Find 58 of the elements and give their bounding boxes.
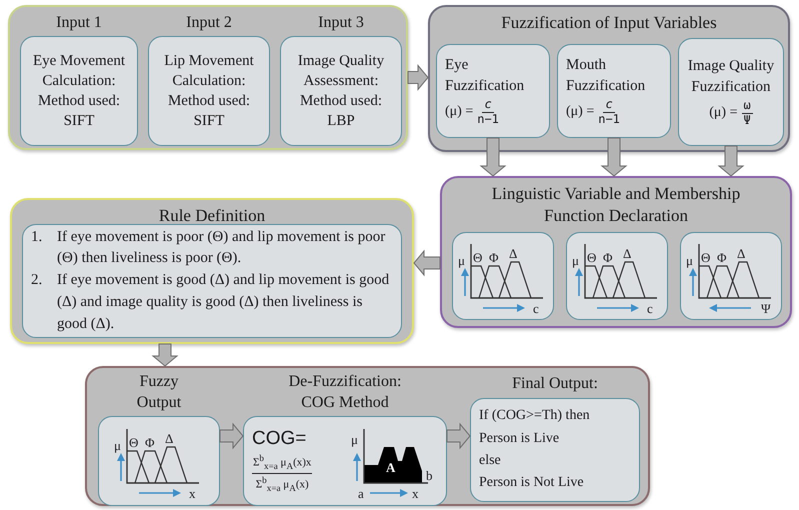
axis-label: c: [647, 302, 653, 315]
input-card: Lip Movement Calculation: Method used: SIFT: [148, 36, 270, 146]
card-text: Eye Fuzzification: [445, 56, 526, 96]
block-arrow: [446, 422, 471, 450]
curve-label: Θ: [587, 251, 596, 264]
curve-label: Φ: [489, 251, 499, 264]
output-text: Person is Not Live: [479, 474, 584, 492]
block-arrow: [220, 422, 244, 450]
curve-label: Θ: [473, 251, 482, 264]
axis-label: μ: [686, 254, 693, 267]
axis-label: μ: [114, 439, 121, 452]
curve-label: Θ: [701, 251, 710, 264]
card-heading: Input 3: [317, 12, 365, 33]
card-text: Mouth Fuzzification: [566, 56, 646, 96]
block-arrow: [413, 250, 440, 276]
panel-title: Linguistic Variable and Membership Function Declaration: [490, 183, 742, 228]
axis-label: μ: [572, 254, 579, 267]
block-arrow: [408, 64, 429, 91]
axis-label: μ: [458, 254, 465, 267]
block-arrow: [152, 344, 178, 367]
input-card: Image Quality Assessment: Method used: LBP: [280, 36, 402, 146]
card-heading: Final Output:: [511, 374, 599, 394]
formula: Σ$^{b}$$_{x=a}$ μ$_{A}$(x)x Σ$^{b}$$_{x=a}$ μ$_{A}$(x): [252, 452, 312, 494]
axis-label: x: [412, 487, 418, 500]
panel-title: Fuzzification of Input Variables: [500, 12, 718, 34]
curve-label: Θ: [129, 436, 138, 449]
block-arrow: [600, 138, 628, 177]
card-heading: Input 1: [55, 12, 103, 33]
curve-label: Φ: [603, 251, 613, 264]
rule-text: If eye movement is good (Δ) and lip movement is good (Δ) and image quality is good (Δ) then liveliness is good (Δ).: [57, 271, 390, 334]
axis-label: a: [358, 487, 364, 500]
output-text: Person is Live: [479, 430, 560, 448]
card-text: Image Quality Fuzzification: [687, 57, 775, 97]
input-card: Eye Movement Calculation: Method used: SIFT: [20, 36, 138, 146]
card-heading: Fuzzy Output: [136, 372, 182, 413]
panel-title: Rule Definition: [158, 205, 266, 227]
output-text: else: [479, 452, 501, 470]
axis-label: Ψ: [761, 302, 771, 315]
curve-label: Δ: [165, 432, 174, 445]
curve-label: Δ: [623, 247, 632, 260]
card-heading: De-Fuzzification: COG Method: [288, 372, 402, 413]
curve-label: Φ: [717, 251, 727, 264]
axis-label: c: [533, 302, 539, 315]
axis-label: x: [189, 487, 196, 500]
curve-label: Φ: [145, 436, 155, 449]
list-number: 1.: [31, 228, 44, 247]
block-arrow: [480, 138, 506, 177]
area-label: A: [386, 461, 396, 474]
formula-label: COG=: [252, 428, 306, 450]
card-heading: Input 2: [185, 12, 233, 33]
output-text: If (COG>=Th) then: [479, 407, 590, 426]
rule-text: If eye movement is poor (Θ) and lip movement is poor (Θ) then liveliness is poor (Θ).: [57, 228, 386, 268]
block-arrow: [718, 146, 744, 177]
axis-label: b: [426, 469, 432, 482]
curve-label: Δ: [737, 247, 746, 260]
axis-label: μ: [351, 433, 358, 446]
curve-label: Δ: [509, 247, 518, 260]
list-number: 2.: [31, 271, 44, 290]
